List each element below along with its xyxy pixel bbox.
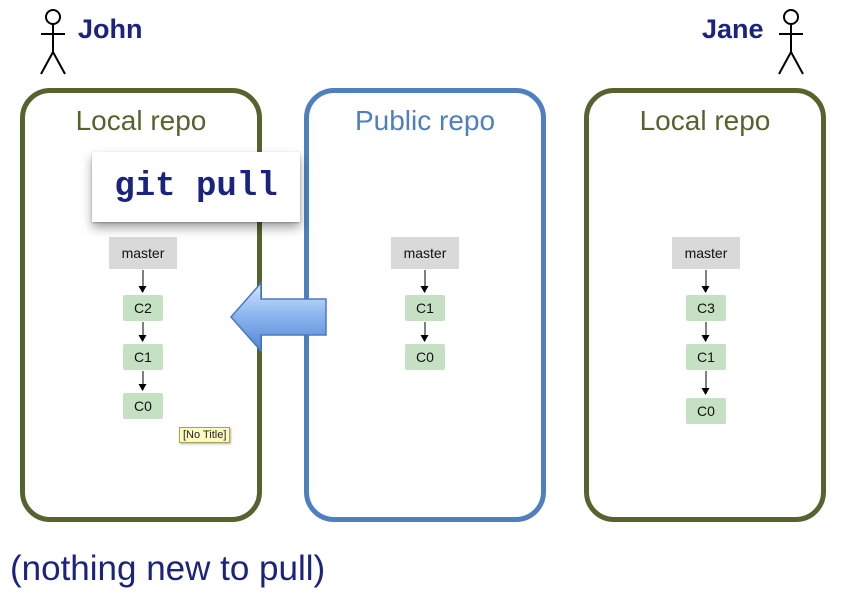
- public-commit-c1: C1: [405, 295, 445, 321]
- jane-branch-master: master: [672, 237, 740, 269]
- john-local-repo-title: Local repo: [75, 105, 207, 136]
- git-pull-command-box: git pull: [92, 152, 300, 222]
- john-stick-figure-icon: [38, 8, 68, 76]
- jane-local-repo: Local repo: [584, 88, 826, 522]
- john-commit-c0: C0: [123, 393, 163, 419]
- jane-edge-c3-c1: [701, 322, 710, 342]
- john-commit-c1: C1: [123, 344, 163, 370]
- jane-commit-c0: C0: [686, 398, 726, 424]
- jane-stick-figure-icon: [776, 8, 806, 76]
- jane-edge-master-c3: [701, 270, 710, 293]
- no-title-tooltip: [No Title]: [179, 427, 231, 443]
- public-repo-title: Public repo: [354, 105, 496, 136]
- jane-local-repo-title: Local repo: [639, 105, 771, 136]
- john-edge-c2-c1: [138, 322, 147, 342]
- jane-commit-c3: C3: [686, 295, 726, 321]
- pull-arrow-icon: [229, 281, 328, 358]
- public-branch-master: master: [391, 237, 459, 269]
- john-edge-c1-c0: [138, 371, 147, 391]
- john-name: John: [78, 14, 143, 44]
- jane-edge-c1-c0: [701, 371, 710, 395]
- john-commit-c2: C2: [123, 295, 163, 321]
- caption-text: (nothing new to pull): [10, 549, 326, 588]
- john-edge-master-c2: [138, 270, 147, 293]
- git-pull-command-text: git pull: [114, 168, 278, 206]
- public-commit-c0: C0: [405, 344, 445, 370]
- john-branch-master: master: [109, 237, 177, 269]
- jane-commit-c1: C1: [686, 344, 726, 370]
- public-edge-master-c1: [420, 270, 429, 293]
- public-edge-c1-c0: [420, 322, 429, 342]
- jane-name: Jane: [702, 14, 764, 44]
